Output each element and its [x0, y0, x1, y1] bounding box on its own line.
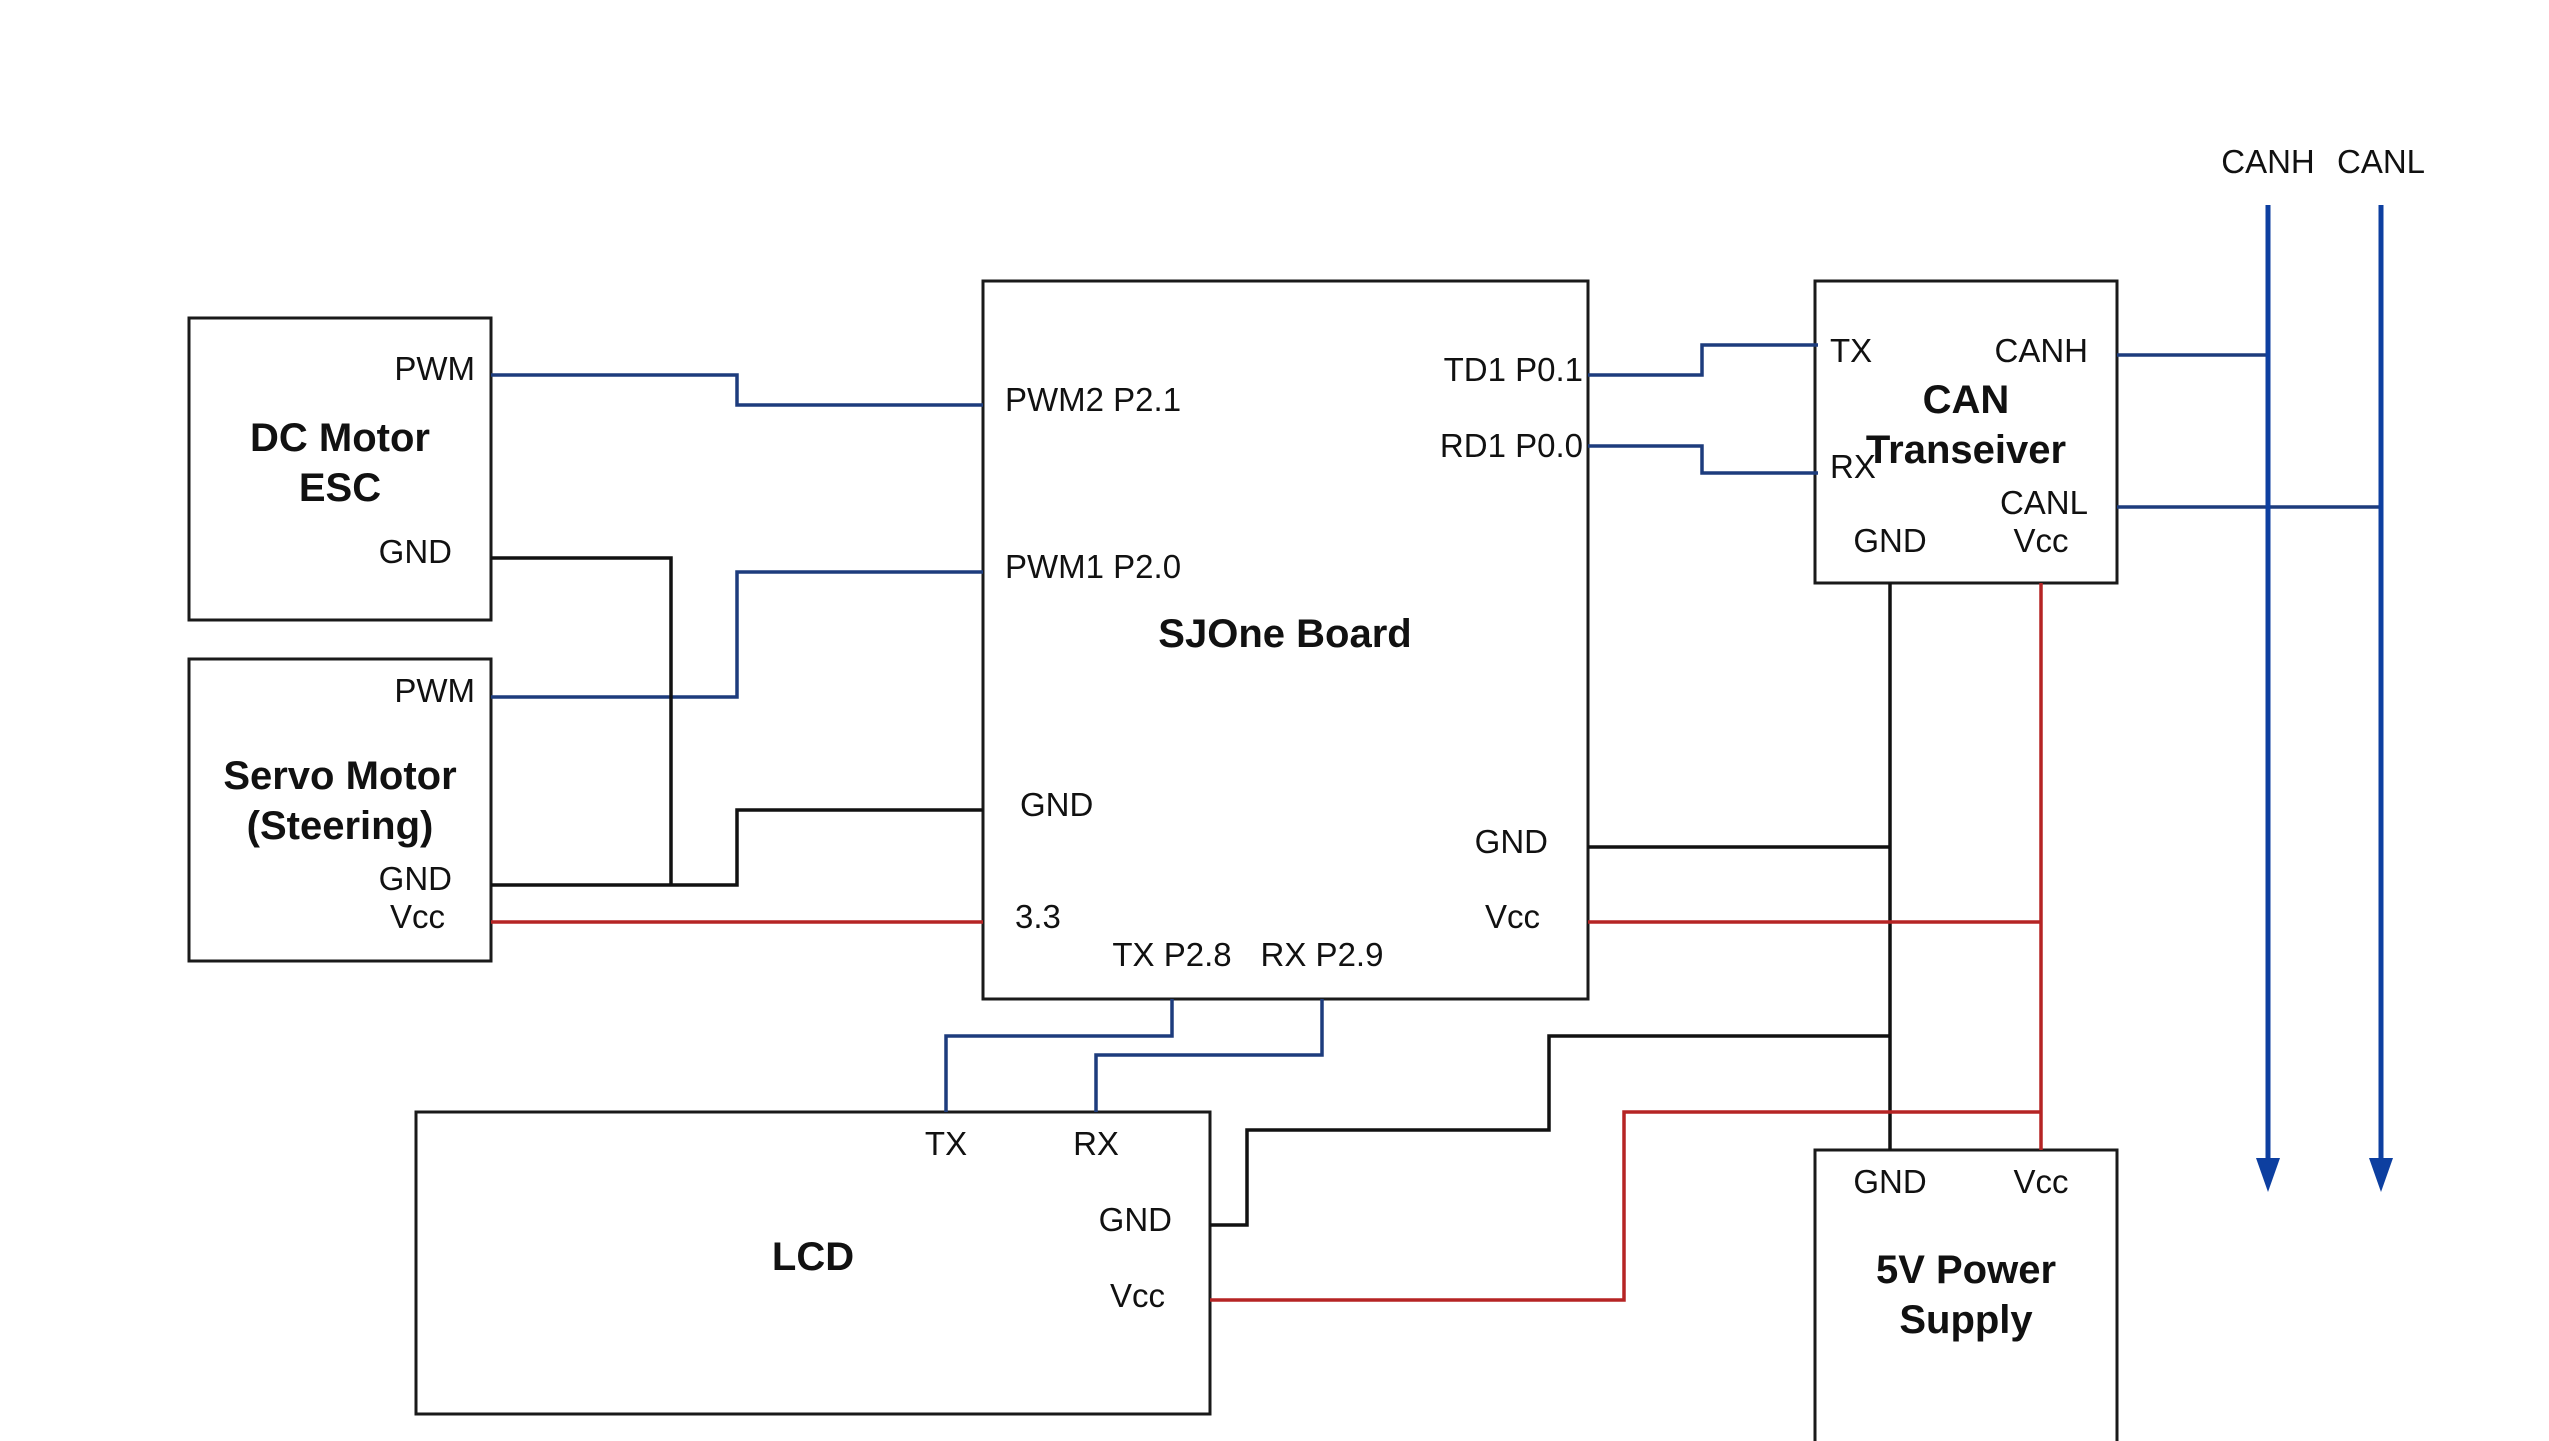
wire-rd1-to-can-rx: [1588, 444, 1818, 475]
esc-title-line1: DC Motor: [250, 416, 430, 460]
can-canh-pin: CANH: [1994, 332, 2088, 369]
can-gnd-pin: GND: [1853, 522, 1926, 559]
wire-esc-gnd: [491, 556, 673, 885]
psu-gnd-pin: GND: [1853, 1163, 1926, 1200]
canh-arrowhead: [2256, 1158, 2280, 1192]
sjone-board-block: [981, 279, 1590, 1001]
sjone-rd1-pin: RD1 P0.0: [1440, 427, 1583, 464]
esc-title-line2: ESC: [299, 466, 381, 510]
can-canl-pin: CANL: [2000, 484, 2088, 521]
canh-bus-label: CANH: [2221, 143, 2315, 180]
sjone-vcc-pin: Vcc: [1485, 898, 1540, 935]
esc-pwm-pin: PWM: [394, 350, 475, 387]
sjone-gnd-left-pin: GND: [1020, 786, 1093, 823]
wire-servo-pwm-to-pwm1: [491, 570, 983, 699]
lcd-title: LCD: [772, 1235, 854, 1279]
esc-gnd-pin: GND: [379, 533, 452, 570]
wire-td1-to-can-tx: [1588, 343, 1818, 377]
power-supply-block: [1813, 1148, 2119, 1441]
sjone-pwm1-pin: PWM1 P2.0: [1005, 548, 1181, 585]
servo-gnd-pin: GND: [379, 860, 452, 897]
can-rx-pin: RX: [1830, 448, 1876, 485]
servo-vcc-pin: Vcc: [390, 898, 445, 935]
wire-sjone-tx-to-lcd-tx: [944, 999, 1174, 1112]
lcd-tx-pin: TX: [925, 1125, 967, 1162]
dc-motor-esc-block: [187, 316, 493, 622]
wire-lcd-vcc: [1210, 1110, 2041, 1302]
sjone-title: SJOne Board: [1158, 612, 1411, 656]
can-vcc-pin: Vcc: [2013, 522, 2068, 559]
sjone-3v3-pin: 3.3: [1015, 898, 1061, 935]
canl-bus-label: CANL: [2337, 143, 2425, 180]
servo-pwm-pin: PWM: [394, 672, 475, 709]
psu-vcc-pin: Vcc: [2013, 1163, 2068, 1200]
wire-sjone-rx-to-lcd-rx: [1094, 999, 1324, 1112]
lcd-vcc-pin: Vcc: [1110, 1277, 1165, 1314]
sjone-gnd-right-pin: GND: [1475, 823, 1548, 860]
can-tx-pin: TX: [1830, 332, 1872, 369]
wire-lcd-gnd: [1210, 1034, 1890, 1227]
sjone-tx-pin: TX P2.8: [1112, 936, 1231, 973]
servo-motor-block: [187, 657, 493, 963]
psu-title-line1: 5V Power: [1876, 1248, 2056, 1292]
sjone-pwm2-pin: PWM2 P2.1: [1005, 381, 1181, 418]
canl-arrowhead: [2369, 1158, 2393, 1192]
psu-title-line2: Supply: [1899, 1298, 2033, 1342]
lcd-block: [414, 1110, 1212, 1416]
sjone-td1-pin: TD1 P0.1: [1444, 351, 1583, 388]
can-transceiver-block: [1813, 279, 2119, 585]
servo-title-line2: (Steering): [247, 804, 434, 848]
servo-title-line1: Servo Motor: [223, 754, 456, 798]
can-title-line1: CAN: [1923, 378, 2010, 422]
sjone-rx-pin: RX P2.9: [1261, 936, 1384, 973]
lcd-rx-pin: RX: [1073, 1125, 1119, 1162]
wire-servo-gnd-to-sjone-gnd: [491, 808, 983, 887]
wire-esc-pwm-to-pwm2: [491, 373, 983, 407]
can-title-line2: Transeiver: [1866, 428, 2066, 472]
lcd-gnd-pin: GND: [1099, 1201, 1172, 1238]
